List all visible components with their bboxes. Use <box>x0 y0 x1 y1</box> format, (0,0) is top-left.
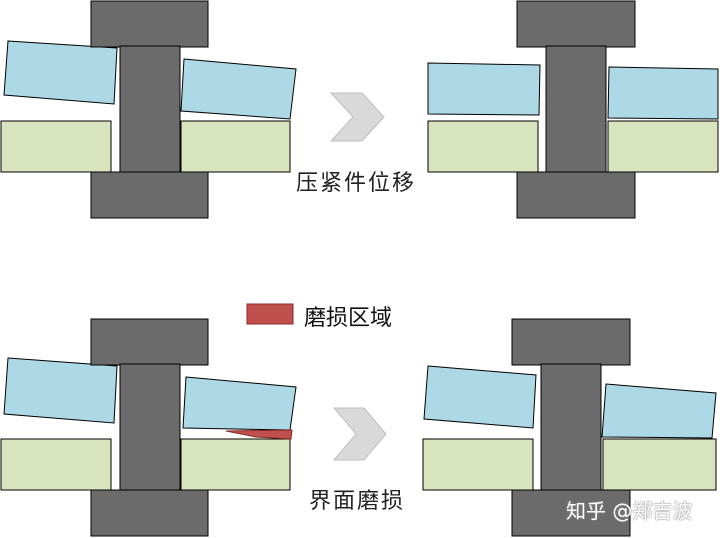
base-block-right <box>180 438 291 491</box>
caption-clamp-displacement: 压紧件位移 <box>296 171 417 196</box>
chevron-arrow-icon <box>332 407 387 461</box>
base-block-left <box>422 438 534 491</box>
base-block-right <box>607 120 719 173</box>
plate-left <box>427 62 541 116</box>
bolt-shank <box>119 363 181 493</box>
bolt-shank <box>545 45 607 174</box>
base-block-right <box>602 438 717 491</box>
base-block-left <box>0 120 112 173</box>
bolt-head-bottom <box>90 489 209 537</box>
panel-bottom-right <box>422 318 717 537</box>
caption-interface-wear: 界面磨损 <box>309 489 406 514</box>
panel-top-left <box>0 0 297 219</box>
base-block-right <box>180 120 291 173</box>
plate-right <box>601 383 717 439</box>
legend-label: 磨损区域 <box>304 306 393 331</box>
plate-right <box>607 66 719 120</box>
base-block-left <box>0 438 112 491</box>
panel-bottom-left <box>0 318 297 537</box>
base-block-left <box>427 120 539 173</box>
legend-swatch <box>246 303 294 325</box>
plate-right <box>180 58 297 120</box>
plate-left <box>423 365 537 429</box>
bolt-head-top <box>516 0 636 48</box>
chevron-arrow-icon <box>329 92 385 142</box>
plate-left <box>3 40 118 105</box>
plate-left <box>3 357 118 424</box>
plate-right <box>182 376 297 431</box>
wear-region <box>225 429 293 440</box>
bolt-head-top <box>90 0 209 48</box>
bolt-shank <box>119 45 181 174</box>
bolt-head-bottom <box>511 489 631 537</box>
panel-top-right <box>427 0 719 219</box>
bolt-head-top <box>90 318 209 366</box>
bolt-shank <box>540 363 602 493</box>
bolt-head-top <box>511 318 631 366</box>
bolt-head-bottom <box>516 171 636 219</box>
watermark: 知乎 @郑吉波 <box>566 499 693 523</box>
bolt-head-bottom <box>90 171 209 219</box>
